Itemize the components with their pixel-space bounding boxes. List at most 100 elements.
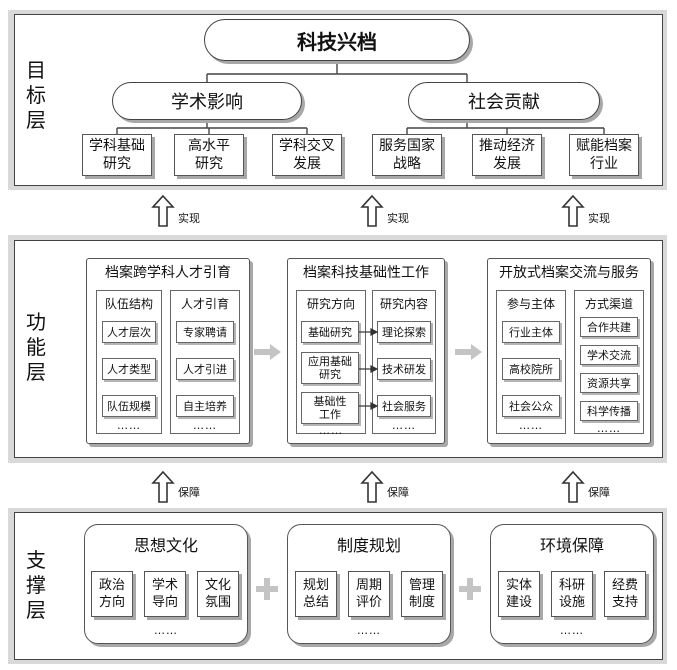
column-item: 理论探索 — [377, 321, 431, 343]
goal-label-char-2: 标 — [26, 83, 46, 107]
column-item: 自主培养 — [176, 395, 234, 417]
goal-item: 学科交叉发展 — [272, 134, 342, 176]
support-item-text: 实体建设 — [505, 578, 532, 610]
column-item: 合作共建 — [580, 317, 638, 337]
up-arrow-icon — [360, 194, 384, 227]
column-item: 高校院所 — [502, 358, 560, 380]
support-group-title: 环境保障 — [539, 536, 604, 555]
ellipsis: …… — [392, 419, 416, 432]
support-item-text: 学术导向 — [151, 578, 178, 610]
column-title: 研究方向 — [306, 297, 355, 311]
up-arrow-icon — [561, 470, 585, 503]
ellipsis: …… — [560, 624, 584, 637]
column-item: 技术研发 — [377, 358, 431, 380]
up-arrow-icon — [151, 194, 175, 227]
column-item: 专家聘请 — [176, 321, 234, 343]
right-arrow-icon — [455, 344, 482, 360]
branch-social: 社会贡献 — [408, 82, 600, 120]
up-arrow-icon — [561, 194, 585, 227]
goal-item-text: 学科交叉发展 — [279, 138, 335, 172]
support-item: 文化氛围 — [197, 571, 239, 617]
support-item: 政治方向 — [91, 571, 133, 617]
support-item-text: 规划总结 — [302, 578, 329, 610]
column-item: 社会公众 — [502, 395, 560, 417]
column-item: 队伍规模 — [102, 395, 156, 417]
goal-root: 科技兴档 — [204, 19, 470, 61]
column-item-text: 基础性工作 — [313, 395, 347, 421]
support-item-text: 周期评价 — [355, 578, 382, 610]
goal-item-text: 推动经济发展 — [479, 138, 535, 172]
column-item: 人才引进 — [176, 358, 234, 380]
goal-item-text: 服务国家战略 — [379, 138, 435, 172]
support-item-text: 政治方向 — [98, 578, 125, 610]
right-arrow-icon — [254, 344, 281, 360]
up-arrow-icon — [360, 470, 384, 503]
support-item: 规划总结 — [295, 571, 337, 617]
column-title: 人才引育 — [180, 297, 229, 311]
goal-layer-label: 目 标 层 — [22, 58, 50, 133]
guarantee-label: 保障 — [588, 486, 610, 499]
goal-item-text: 学科基础研究 — [89, 138, 145, 172]
goal-root-text: 科技兴档 — [297, 29, 377, 54]
column-title: 参与主体 — [506, 297, 555, 311]
goal-item: 学科基础研究 — [82, 134, 152, 176]
support-item-text: 管理制度 — [408, 578, 435, 610]
goal-item-text: 赋能档案行业 — [576, 138, 632, 172]
realize-label: 实现 — [387, 212, 409, 225]
module-title: 档案科技基础性工作 — [303, 265, 429, 281]
support-item: 周期评价 — [348, 571, 390, 617]
goal-item: 推动经济发展 — [472, 134, 542, 176]
column-title: 队伍结构 — [104, 297, 153, 311]
realize-label: 实现 — [178, 212, 200, 225]
function-label-char-2: 能 — [26, 335, 46, 359]
function-label-char-3: 层 — [26, 360, 46, 384]
support-item: 科研设施 — [551, 571, 593, 617]
support-group-title: 制度规划 — [336, 536, 401, 555]
ellipsis: …… — [519, 419, 543, 432]
support-group-title: 思想文化 — [133, 536, 198, 555]
goal-label-char-1: 目 — [26, 58, 46, 82]
support-item-text: 文化氛围 — [204, 578, 231, 610]
support-label-char-1: 支 — [26, 548, 46, 572]
plus-icon — [256, 578, 278, 600]
branch-academic-title: 学术影响 — [171, 92, 243, 113]
ellipsis: …… — [193, 419, 217, 432]
function-layer-label: 功 能 层 — [22, 310, 50, 385]
column-item: 行业主体 — [502, 321, 560, 343]
function-label-char-1: 功 — [26, 310, 46, 334]
column-item-text: 基础研究 — [308, 325, 352, 339]
column-title: 研究内容 — [379, 297, 428, 311]
column-item: 人才类型 — [102, 358, 156, 380]
column-item-text: 应用基础研究 — [308, 355, 352, 381]
support-layer-label: 支 撑 层 — [22, 548, 50, 623]
support-item-text: 科研设施 — [558, 578, 585, 610]
goal-item: 服务国家战略 — [372, 134, 442, 176]
ellipsis: …… — [357, 624, 381, 637]
goal-item: 高水平研究 — [174, 134, 244, 176]
branch-academic: 学术影响 — [112, 82, 302, 120]
guarantee-label: 保障 — [178, 486, 200, 499]
ellipsis: …… — [319, 424, 343, 437]
ellipsis: …… — [154, 624, 178, 637]
column-item: 人才层次 — [102, 321, 156, 343]
ellipsis: …… — [117, 419, 141, 432]
column-item: 科学传播 — [580, 401, 638, 421]
support-item: 实体建设 — [498, 571, 540, 617]
goal-item: 赋能档案行业 — [569, 134, 639, 176]
module-title: 开放式档案交流与服务 — [499, 265, 639, 281]
goal-label-char-3: 层 — [26, 108, 46, 132]
column-item: 学术交流 — [580, 345, 638, 365]
support-item: 经费支持 — [604, 571, 646, 617]
support-item-text: 经费支持 — [611, 578, 638, 610]
branch-social-title: 社会贡献 — [468, 92, 540, 113]
support-label-char-2: 撑 — [26, 573, 46, 597]
guarantee-label: 保障 — [387, 486, 409, 499]
support-item: 管理制度 — [401, 571, 443, 617]
realize-label: 实现 — [588, 212, 610, 225]
support-label-char-3: 层 — [26, 598, 46, 622]
column-item: 资源共享 — [580, 373, 638, 393]
column-item: 基础研究 — [301, 321, 359, 343]
goal-item-text: 高水平研究 — [188, 138, 230, 172]
